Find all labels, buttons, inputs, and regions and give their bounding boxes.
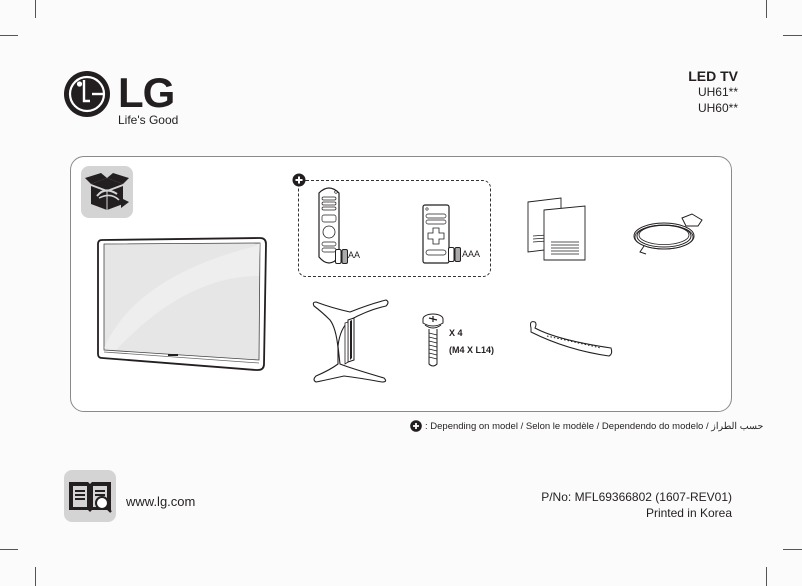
screw-quantity-label: X 4 <box>449 328 463 338</box>
aa-battery-icon <box>335 249 348 264</box>
product-title: LED TV <box>688 68 738 84</box>
part-number-block: P/No: MFL69366802 (1607-REV01) Printed i… <box>541 489 732 521</box>
crop-mark <box>766 0 767 18</box>
product-info: LED TV UH61** UH60** <box>688 68 738 116</box>
standard-remote-icon <box>422 204 450 264</box>
magic-remote-icon <box>318 187 340 264</box>
cable-holder-icon <box>530 321 613 357</box>
printed-in: Printed in Korea <box>645 506 732 520</box>
unpack-box-icon <box>81 166 133 218</box>
website-link[interactable]: www.lg.com <box>126 494 196 509</box>
owners-manual-icon <box>527 197 586 261</box>
plus-circle-icon <box>410 420 422 432</box>
crop-mark <box>766 567 767 586</box>
online-manual-icon <box>64 470 116 522</box>
part-number: P/No: MFL69366802 (1607-REV01) <box>541 490 732 504</box>
crop-mark <box>35 0 36 18</box>
crop-mark <box>783 35 802 36</box>
power-cord-icon <box>633 213 703 255</box>
model-number: UH61** <box>697 85 738 99</box>
screw-icon <box>422 313 444 367</box>
crop-mark <box>35 567 36 586</box>
open-box-icon <box>85 173 129 210</box>
plus-circle-icon <box>292 173 306 187</box>
brand-name: LG <box>118 69 175 116</box>
model-number: UH60** <box>697 101 738 115</box>
battery-type-label: AA <box>348 250 361 260</box>
book-search-icon <box>69 482 112 513</box>
battery-type-label: AAA <box>462 249 481 259</box>
crop-mark <box>783 549 802 550</box>
optional-accessories-group <box>298 180 491 277</box>
lg-logo: LG Life's Good <box>63 68 183 128</box>
lg-face-logo-icon <box>64 71 110 117</box>
tv-panel-illustration <box>97 237 267 371</box>
brand-tagline: Life's Good <box>118 113 179 127</box>
stand-base-icon <box>312 299 389 383</box>
screw-size-label: (M4 X L14) <box>449 345 495 355</box>
crop-mark <box>0 549 18 550</box>
crop-mark <box>0 35 18 36</box>
footnote-text: : Depending on model / Selon le modèle /… <box>425 420 764 432</box>
model-dependent-footnote: : Depending on model / Selon le modèle /… <box>410 420 763 432</box>
aaa-battery-icon <box>448 247 461 262</box>
